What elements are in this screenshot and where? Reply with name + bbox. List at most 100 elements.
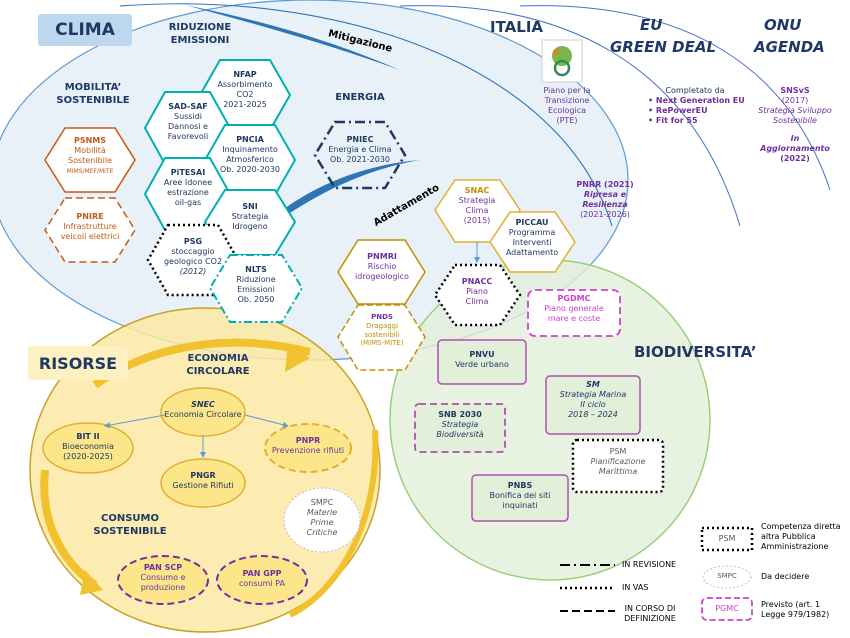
- smpc-node: SMPC Materie Prime Critiche: [287, 498, 357, 538]
- pnire-node: PNIRE Infrastrutture veicoli elettrici: [46, 212, 134, 242]
- sad-saf-line2: Dannosi e: [168, 122, 208, 131]
- pan-scp-ellipse: [117, 555, 209, 605]
- sm-box: [545, 375, 641, 435]
- snb-box: [414, 403, 506, 453]
- biodiversita-header: BIODIVERSITA’: [634, 343, 757, 361]
- piccau-line2: Interventi: [512, 238, 552, 247]
- pnacc-line2: Clima: [465, 297, 489, 306]
- onu-text: SNSvS (2017) Strategia Sviluppo Sostenib…: [755, 86, 835, 164]
- sad-saf-line3: Favorevoli: [167, 132, 209, 141]
- bit-ellipse: [42, 422, 134, 474]
- pnacc-title: PNACC: [461, 277, 493, 286]
- pnire-line1: Infrastrutture: [63, 222, 117, 231]
- psg-line1: stoccaggio: [171, 247, 215, 256]
- eu-header-line1: EU: [640, 16, 663, 34]
- risorse-arrowhead-top: [285, 345, 310, 372]
- legend-smpc-label: SMPC: [717, 572, 737, 580]
- pnrr-line3: Resilienza: [582, 200, 628, 209]
- pncia-line2: Atmosferico: [226, 155, 274, 164]
- economia-circolare-label: ECONOMIA CIRCOLARE: [178, 353, 258, 378]
- arc-onu: [519, 5, 831, 191]
- snec-to-bit-arrow: [104, 414, 166, 429]
- arc-italia: [119, 3, 613, 227]
- nfap-line1: Assorbimento: [217, 80, 273, 89]
- sad-saf-title: SAD-SAF: [168, 102, 208, 111]
- eu-header-line2: GREEN DEAL: [610, 38, 716, 56]
- pnds-line3: (MIMS-MITE): [360, 339, 404, 348]
- sni-node: SNI Strategia Idrogeno: [210, 202, 290, 232]
- pitesai-line1: Aree Idonee: [163, 178, 213, 187]
- pnacc-hexagon: [433, 263, 522, 327]
- onu-header-line1: ONU: [764, 16, 802, 34]
- legend-psm-desc: Competenza diretta altra Pubblica Ammini…: [761, 522, 849, 552]
- sad-saf-line1: Sussidi: [173, 112, 202, 121]
- legend-psm-desc-3: Amministrazione: [761, 542, 829, 551]
- pan-gpp-line1: consumi PA: [239, 579, 285, 588]
- consumo-line2: SOSTENIBILE: [93, 525, 167, 537]
- clima-header-box: [38, 14, 132, 46]
- nlts-title: NLTS: [245, 265, 267, 274]
- risorse-header: RISORSE: [38, 354, 118, 373]
- pnds-node: PNDS Dragaggi sostenibili (MIMS-MITE): [340, 313, 424, 348]
- pgdmc-box: [527, 289, 621, 337]
- pnmri-line1: Rischio: [367, 262, 397, 271]
- nlts-line3: Ob. 2050: [237, 295, 275, 304]
- pan-gpp-ellipse: [216, 555, 308, 605]
- legend-in-vas: IN VAS: [622, 583, 649, 592]
- pnire-hexagon: [44, 197, 136, 263]
- pan-scp-line1: Consumo e: [140, 573, 186, 582]
- riduzione-emissioni-line1: RIDUZIONE: [168, 22, 232, 33]
- eu-item-3-text: Fit for 55: [655, 116, 698, 125]
- pnbs-line1: Bonifica dei siti: [489, 491, 551, 500]
- piccau-title: PICCAU: [515, 218, 549, 227]
- pan-gpp-node: PAN GPP consumi PA: [219, 569, 305, 589]
- pnpr-line1: Prevenzione rifiuti: [271, 446, 345, 455]
- pte-logo-leaf: [552, 46, 572, 66]
- riduzione-emissioni-label: RIDUZIONE EMISSIONI: [160, 22, 240, 47]
- eu-text: Completato da • Next Generation EU • ReP…: [640, 86, 750, 126]
- pncia-node: PNCIA Inquinamento Atmosferico Ob. 2020-…: [205, 135, 295, 175]
- sni-title: SNI: [242, 202, 258, 211]
- onu-line1: SNSvS: [780, 86, 810, 95]
- pte-line1: Piano per la: [543, 86, 591, 95]
- nfap-line3: 2021-2025: [223, 100, 267, 109]
- onu-header-line2: AGENDA: [754, 38, 825, 56]
- pnvu-title: PNVU: [469, 350, 495, 359]
- pgdmc-line1: Piano generale: [544, 304, 604, 313]
- legend-psm-desc-1: Competenza diretta: [761, 522, 841, 531]
- snb-line2: Biodiversità: [436, 430, 484, 439]
- psm-line1: Pianificazione: [590, 457, 646, 466]
- onu-spacer: [755, 126, 835, 134]
- risorse-arrow-right: [288, 429, 379, 618]
- snec-line1: Economia Circolare: [164, 410, 242, 419]
- psnms-line1: Mobilità: [74, 146, 106, 155]
- bit-node: BIT II Bioeconomia (2020-2025): [45, 432, 131, 462]
- italia-header: ITALIA: [490, 18, 544, 36]
- pte-line2: Transizione: [544, 96, 590, 105]
- pnmri-line2: idrogeologico: [355, 272, 409, 281]
- legend-in-corso-line2: DEFINIZIONE: [624, 614, 676, 623]
- pnpr-node: PNPR Prevenzione rifiuti: [265, 436, 351, 456]
- pngr-ellipse: [160, 458, 246, 508]
- psm-box: [571, 438, 665, 494]
- pnire-line2: veicoli elettrici: [60, 232, 120, 241]
- riduzione-emissioni-line2: EMISSIONI: [170, 34, 230, 46]
- pnrr-text: PNRR (2021) Ripresa e Resilienza (2021-2…: [565, 180, 645, 220]
- legend-smpc-desc: Da decidere: [761, 572, 810, 581]
- snac-node: SNAC Strategia Clima (2015): [437, 186, 517, 226]
- pnmri-node: PNMRI Rischio idrogeologico: [340, 252, 424, 282]
- onu-line2: (2017): [781, 96, 809, 105]
- legend-in-corso: IN CORSO DI DEFINIZIONE: [618, 604, 682, 624]
- snac-title: SNAC: [464, 186, 490, 195]
- mobilita-sostenibile-label: MOBILITA’ SOSTENIBILE: [48, 82, 138, 107]
- psm-title: PSM: [609, 447, 627, 456]
- smpc-line1: Materie: [306, 508, 338, 517]
- pnacc-line1: Piano: [466, 287, 488, 296]
- pitesai-title: PiTESAI: [170, 168, 206, 177]
- nfap-node: NFAP Assorbimento CO2 2021-2025: [205, 70, 285, 110]
- risorse-arrowhead-bottom: [80, 570, 103, 595]
- pgdmc-line2: mare e coste: [547, 314, 601, 323]
- pte-line4: (PTE): [556, 116, 578, 125]
